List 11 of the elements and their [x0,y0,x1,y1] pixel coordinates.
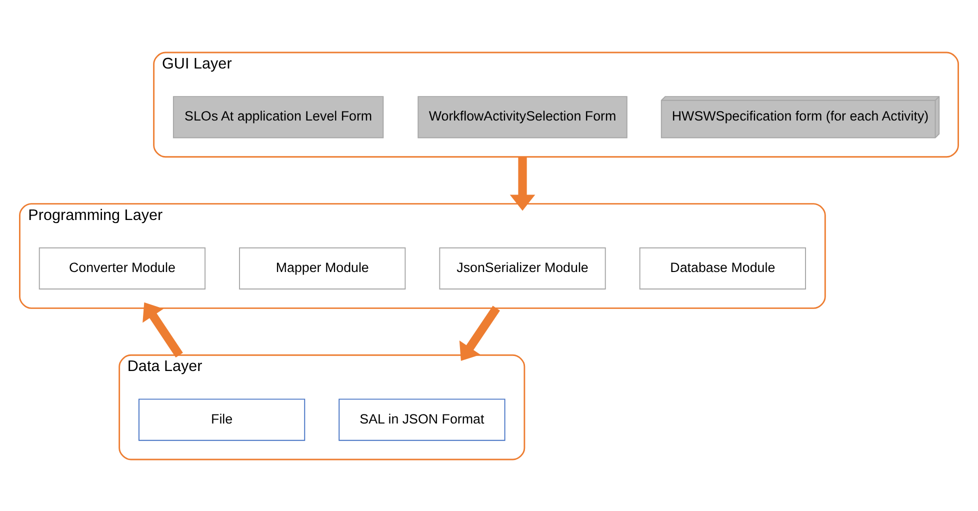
node-box: File [138,398,306,440]
node-box: Database Module [639,246,806,290]
node-box: SAL in JSON Format [338,398,506,440]
node-box: WorkflowActivitySelection Form [418,96,628,138]
node-box: Mapper Module [239,246,406,290]
node-box: JsonSerializer Module [439,246,606,290]
arrow [510,156,536,210]
node-box: SLOs At application Level Form [172,96,384,138]
node-box: Converter Module [38,246,206,290]
arrow [142,302,183,357]
arrow [459,305,500,360]
